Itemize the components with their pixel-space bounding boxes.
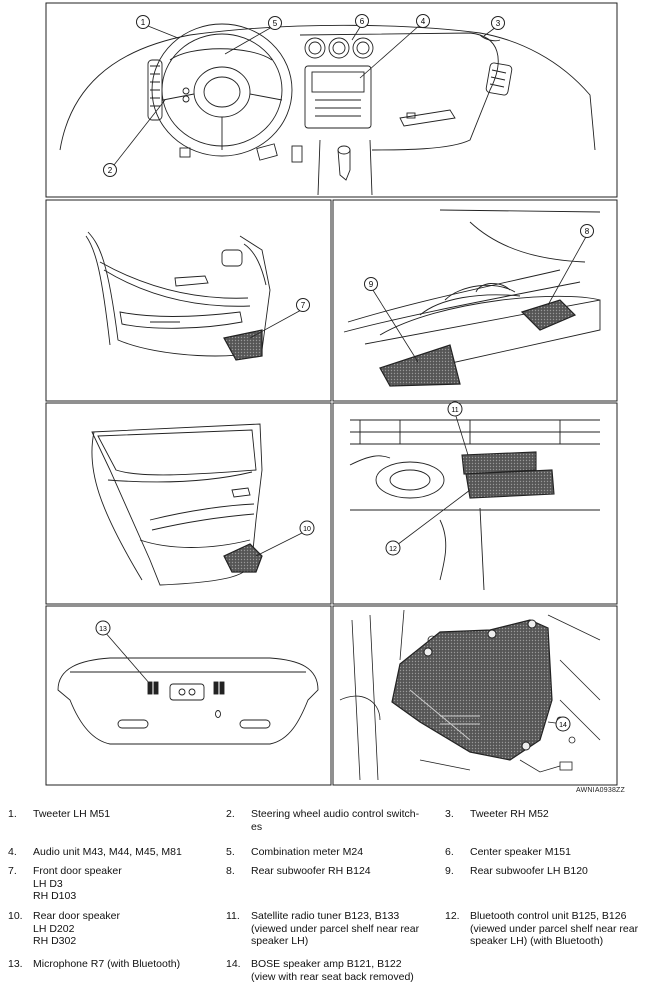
callout-2: 2 (103, 163, 117, 177)
callout-14: 14 (555, 716, 571, 732)
bluetooth-unit-shape (465, 469, 555, 499)
legend-text: Bluetooth control unit B125, B126 (viewe… (470, 910, 639, 947)
callout-label: 5 (273, 19, 278, 28)
legend-text: Microphone R7 (with Bluetooth) (33, 958, 181, 970)
callout-label: 3 (496, 19, 501, 28)
bose-amp-shape (391, 619, 553, 761)
callout-13: 13 (95, 620, 111, 636)
callout-6: 6 (355, 14, 369, 28)
legend-number: 2. (226, 808, 235, 820)
legend-text: Satellite radio tuner B123, B133 (viewed… (251, 910, 420, 947)
callout-10: 10 (299, 520, 315, 536)
satellite-tuner-shape (461, 451, 537, 475)
legend-text: Combination meter M24 (251, 846, 364, 858)
parcel-shelf-underside-illustration (349, 419, 600, 591)
legend-text: Steering wheel audio control switch- es (251, 808, 420, 833)
callout-label: 10 (303, 526, 311, 533)
callout-label: 2 (108, 166, 113, 175)
callout-label: 6 (360, 17, 365, 26)
rear-door-speaker-shape (223, 543, 263, 573)
legend-number: 6. (445, 846, 454, 858)
legend-text: Front door speaker LH D3 RH D103 (33, 865, 122, 902)
legend-number: 3. (445, 808, 454, 820)
callout-11: 11 (447, 401, 463, 417)
legend-text: Rear subwoofer RH B124 (251, 865, 371, 877)
legend-number: 12. (445, 910, 460, 922)
dashboard-illustration (59, 23, 596, 196)
legend-text: Center speaker M151 (470, 846, 571, 858)
callout-label: 9 (369, 280, 374, 289)
subwoofer-lh-shape (379, 344, 461, 387)
legend-text: BOSE speaker amp B121, B122 (view with r… (251, 958, 414, 983)
figure-code: AWNIA0938ZZ (576, 787, 626, 794)
legend-text: Rear subwoofer LH B120 (470, 865, 588, 877)
callout-7: 7 (296, 298, 310, 312)
legend-number: 4. (8, 846, 17, 858)
callout-5: 5 (268, 16, 282, 30)
legend-number: 13. (8, 958, 23, 970)
legend-text: Tweeter RH M52 (470, 808, 549, 820)
legend-number: 7. (8, 865, 17, 877)
callout-label: 8 (585, 227, 590, 236)
callout-label: 7 (301, 301, 306, 310)
rear-door-illustration (91, 423, 263, 586)
overhead-console-illustration (57, 657, 319, 745)
subwoofer-rh-shape (520, 299, 577, 331)
callout-label: 13 (99, 626, 107, 633)
legend-number: 1. (8, 808, 17, 820)
legend-number: 10. (8, 910, 23, 922)
component-location-diagram: 1 2 3 4 5 6 7 8 9 10 11 12 13 14 (45, 2, 618, 786)
callout-label: 1 (141, 18, 146, 27)
legend-number: 5. (226, 846, 235, 858)
callout-12: 12 (385, 540, 401, 556)
callout-8: 8 (580, 224, 594, 238)
leader-lines (103, 23, 588, 725)
callout-4: 4 (416, 14, 430, 28)
legend-number: 8. (226, 865, 235, 877)
legend-text: Audio unit M43, M44, M45, M81 (33, 846, 182, 858)
panel-frame (45, 2, 618, 198)
callout-label: 12 (389, 546, 397, 553)
callout-label: 11 (451, 407, 458, 414)
callout-1: 1 (136, 15, 150, 29)
legend-number: 14. (226, 958, 241, 970)
callout-3: 3 (491, 16, 505, 30)
legend-text: Rear door speaker LH D202 RH D302 (33, 910, 120, 947)
legend-number: 9. (445, 865, 454, 877)
legend-number: 11. (226, 910, 240, 922)
rear-shelf-illustration (343, 209, 601, 371)
callout-label: 4 (421, 17, 426, 26)
callout-9: 9 (364, 277, 378, 291)
front-door-speaker-shape (223, 329, 263, 361)
legend-text: Tweeter LH M51 (33, 808, 111, 820)
callout-label: 14 (559, 722, 567, 729)
